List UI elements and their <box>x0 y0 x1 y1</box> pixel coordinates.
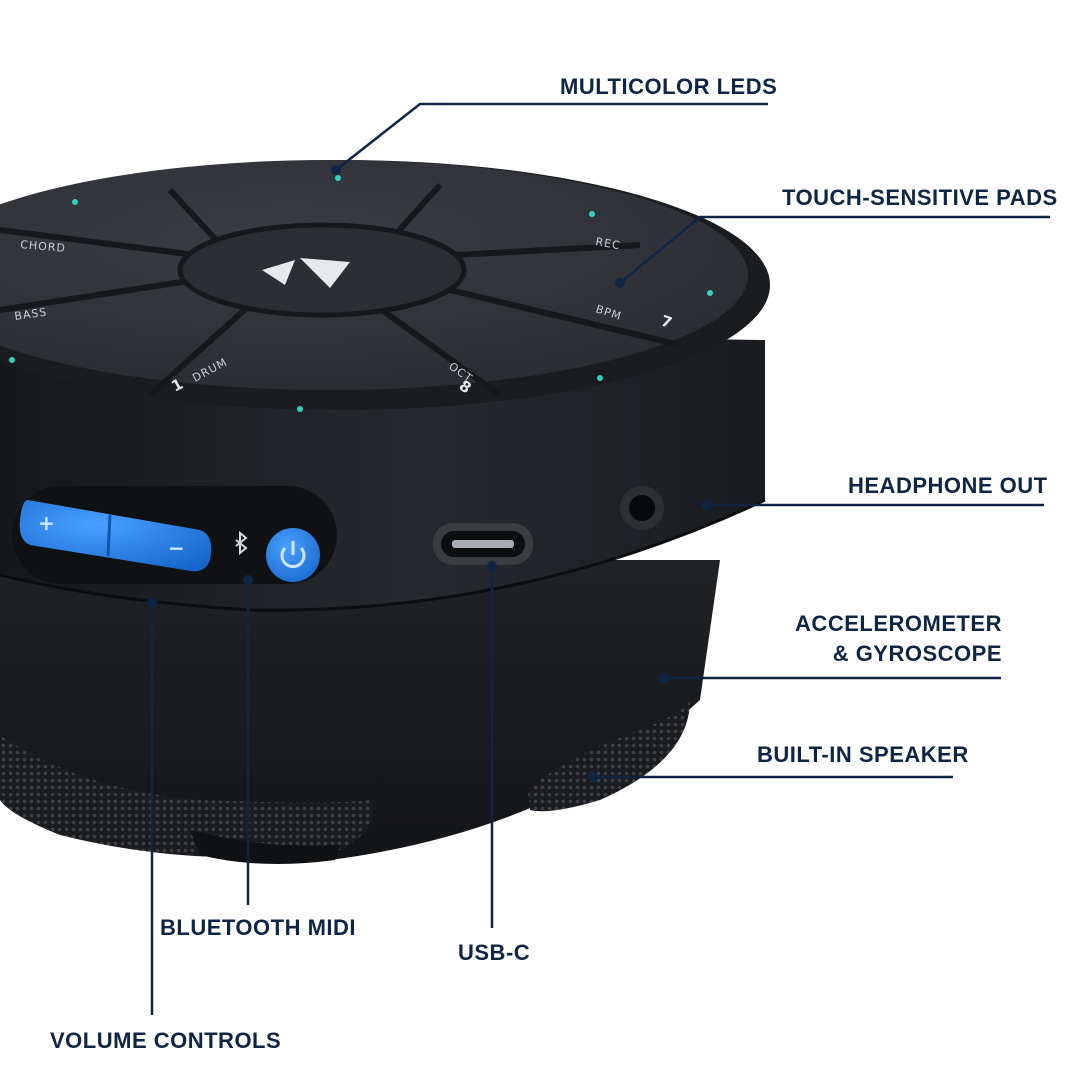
speaker-grille-right <box>528 700 690 812</box>
callout-multicolor-leds: MULTICOLOR LEDS <box>560 74 778 99</box>
callout-bluetooth-midi: BLUETOOTH MIDI <box>160 915 357 940</box>
callout-usb-c: USB-C <box>458 940 531 965</box>
leader-lines <box>150 102 1050 1015</box>
leader-dots <box>147 165 711 782</box>
power-icon <box>280 541 306 568</box>
pad-label-bass: BASS <box>14 305 49 322</box>
led-ring <box>9 175 713 412</box>
callout-gyroscope: & GYROSCOPE <box>832 641 1002 666</box>
seam-line <box>0 498 766 612</box>
callout-touch-pads: TOUCH-SENSITIVE PADS <box>782 185 1058 210</box>
pad-dividers <box>0 182 681 398</box>
pad-label-chord: CHORD <box>20 238 67 255</box>
base-foot <box>190 830 340 864</box>
brand-logo-icon <box>262 258 350 288</box>
volume-rocker[interactable] <box>19 500 212 572</box>
plus-icon: + <box>38 511 55 535</box>
minus-icon: − <box>168 536 185 560</box>
callout-accelerometer: ACCELEROMETER <box>795 611 1002 636</box>
callout-volume-controls: VOLUME CONTROLS <box>50 1028 282 1053</box>
bluetooth-icon <box>235 530 248 556</box>
speaker-grille-left <box>0 735 372 858</box>
callout-headphone-out: HEADPHONE OUT <box>848 473 1048 498</box>
callout-built-in-speaker: BUILT-IN SPEAKER <box>757 742 969 767</box>
pad-label-rec: REC <box>594 235 621 252</box>
